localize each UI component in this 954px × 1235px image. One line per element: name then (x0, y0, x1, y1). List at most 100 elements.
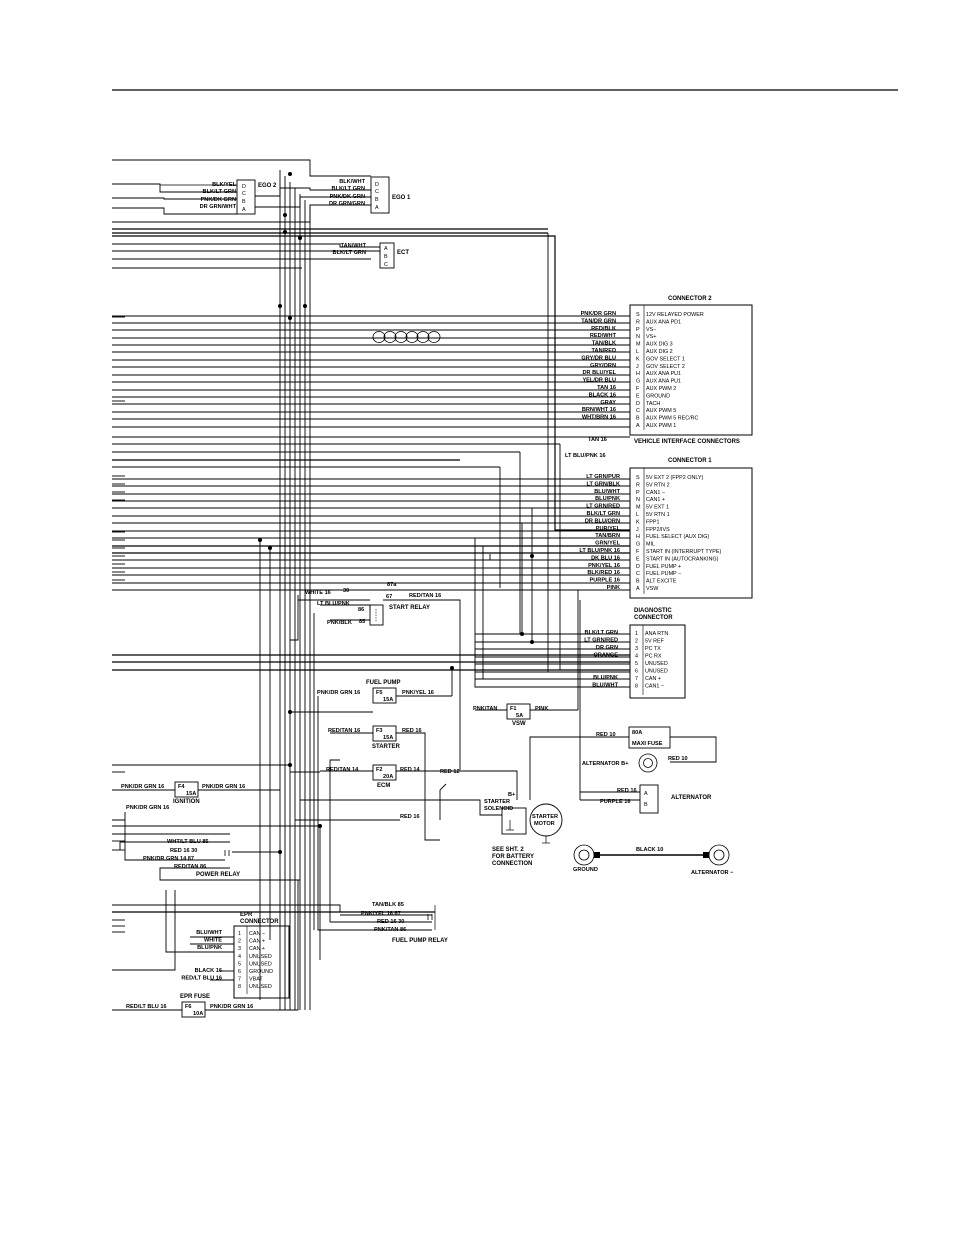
connector2-extra-wire: TAN 16 (588, 437, 607, 443)
connector1-pin-name: START IN (AUTOCRANKING) (646, 556, 719, 562)
wire-segment (124, 812, 225, 861)
connector1-pin-l: L (636, 512, 639, 518)
ect-pin-c: C (384, 262, 388, 268)
ego2-connector: D C B A EGO 2 BLK/YEL BLK/LT GRN PNK/DK … (200, 179, 277, 215)
fuel-pump-relay-title: FUEL PUMP RELAY (392, 938, 448, 944)
alternator-wire-b: PURPLE 16 (600, 799, 630, 805)
alternator-title: ALTERNATOR (671, 795, 712, 801)
diagnostic-wire-label: ORANGE (593, 653, 618, 659)
diagnostic-pin-name: CAN + (645, 676, 661, 682)
connector1-pin-name: ALT EXCITE (646, 579, 677, 585)
splice-dot (303, 304, 307, 308)
ego2-pin-d: D (242, 184, 246, 190)
start-relay-wire-86: LT BLU/PNK (317, 601, 350, 607)
connector2-wire-label: TAN/DR GRN (581, 318, 616, 324)
epr-pin-name: CAN + (249, 946, 265, 952)
fuse-ignition: F4 15A IGNITION PNK/DR GRN 16 PNK/DR GRN… (121, 781, 245, 805)
fuse-maxi-title: MAXI FUSE (632, 741, 663, 747)
connector2-pin-j: J (636, 364, 639, 370)
connector2-wire-label: RED/WHT (590, 333, 617, 339)
connector1-pin-f: F (636, 549, 640, 555)
power-relay-87: PNK/DR GRN 14 87 (143, 856, 194, 862)
fuse-starter-rating: 15A (383, 735, 393, 741)
epr-pin-2: 2 (238, 939, 241, 945)
fuse-vsw-wire-out: PINK (535, 706, 548, 712)
power-relay-86: RED/TAN 86 (174, 864, 206, 870)
diagnostic-pin-name: CAN1 − (645, 684, 664, 690)
start-relay: 87a 30 67 86 85 START RELAY WHITE 16 RED… (305, 582, 441, 626)
diagnostic-pin-2: 2 (635, 639, 638, 645)
fuse-maxi: 80A MAXI FUSE RED 10 (596, 726, 671, 749)
fuse-ignition-id: F4 (178, 784, 185, 790)
connector2-pin-name: TACH (646, 401, 660, 407)
ect-pin-a: A (384, 246, 388, 252)
splice-dot (268, 546, 272, 550)
starter-motor-label2: MOTOR (534, 821, 555, 827)
connector2-wire-label: GRAY (600, 400, 616, 406)
connector2-pin-p: P (636, 327, 640, 333)
starter-see-3: CONNECTION (492, 861, 532, 867)
connector2-pin-c: C (636, 408, 640, 414)
connector2-pin-h: H (636, 371, 640, 377)
ego2-wire-c: BLK/LT GRN (203, 189, 236, 195)
connector1-wire-label: BLU/PNK (595, 496, 620, 502)
wire-segment (300, 799, 502, 816)
ect-pin-b: B (384, 254, 388, 260)
diagnostic-wire-label: BLU/WHT (592, 683, 618, 689)
connector1-pin-r: R (636, 482, 640, 488)
ego2-pin-c: C (242, 191, 246, 197)
splice-dot (288, 710, 292, 714)
connector2-wire-label: BLACK 16 (589, 392, 616, 398)
diagnostic-pin-3: 3 (635, 646, 638, 652)
connector1-pin-name: FUEL SELECT (AUX DIG) (646, 534, 709, 540)
fuse-epr-title: EPR FUSE (180, 994, 210, 1000)
ect-connector: A B C ECT TAN/WHT BLK/LT GRN (333, 242, 409, 269)
fuse-vsw-title: VSW (512, 721, 526, 727)
diagnostic-pin-8: 8 (635, 684, 638, 690)
connector1-wire-label: BLK/LT GRN (587, 511, 620, 517)
splice-dot (288, 316, 292, 320)
fuse-starter-title: STARTER (372, 744, 401, 750)
ground-strap: BLACK 10 GROUND ALTERNATOR − (573, 844, 734, 876)
ego1-wire-d: BLK/WHT (339, 179, 365, 185)
fuse-fuel-pump-wire-out: PNK/YEL 16 (402, 690, 434, 696)
wire-segment (439, 783, 447, 820)
connector1-pin-name: FUEL PUMP − (646, 571, 681, 577)
connector1-wire-label: PUR/YEL (596, 526, 621, 532)
wire-segment (396, 770, 518, 800)
diagnostic-pin-5: 5 (635, 661, 638, 667)
fuel-pump-relay: TAN/BLK 85 PNK/YEL 16 87 RED 16 30 PNK/T… (361, 902, 448, 944)
ego2-wire-d: BLK/YEL (212, 182, 237, 188)
wire-segment (670, 736, 717, 763)
diagnostic-pin-name: ANA RTN (645, 631, 668, 637)
splice-dot (288, 763, 292, 767)
starter-b-plus: B+ (508, 792, 516, 798)
splice-dot (258, 538, 262, 542)
epr-pin-name: GROUND (249, 969, 273, 975)
connector1-pin-name: 5V RTN 2 (646, 482, 670, 488)
epr-pin-name: UNUSED (249, 984, 272, 990)
splice-dot (283, 230, 287, 234)
starter-assembly: B+ STARTER SOLENOID STARTER MOTOR RED 12… (400, 769, 563, 867)
connector2-pin-a: A (636, 423, 640, 429)
diagnostic-title2: CONNECTOR (634, 615, 673, 621)
connector2-pin-name: GOV SELECT 1 (646, 356, 685, 362)
connector1-wire-label: TAN/BRN (595, 533, 620, 539)
connector2-pin-name: AUX PWM 1 (646, 423, 676, 429)
fuel-pump-relay-87: PNK/YEL 16 87 (361, 911, 401, 917)
fuse-ignition-rating: 15A (186, 791, 196, 797)
connector1-pin-k: K (636, 519, 640, 525)
connector2-pin-name: AUX ANA PU1 (646, 371, 681, 377)
fuse-fuel-pump-id: F5 (376, 690, 383, 696)
ego1-pin-a: A (375, 205, 379, 211)
connector2-pin-n: N (636, 334, 640, 340)
connector1-wire-label: PINK (607, 585, 620, 591)
fuel-pump-relay-85: TAN/BLK 85 (372, 902, 404, 908)
wire-segment (112, 207, 237, 215)
power-relay: WHT/LT BLU 85 RED 16 30 PNK/DR GRN 14 87… (126, 805, 240, 878)
connector2-wire-label: TAN/RED (592, 348, 616, 354)
fuse-ecm-title: ECM (377, 783, 390, 789)
connector1-pin-name: 5V EXT 1 (646, 505, 669, 511)
